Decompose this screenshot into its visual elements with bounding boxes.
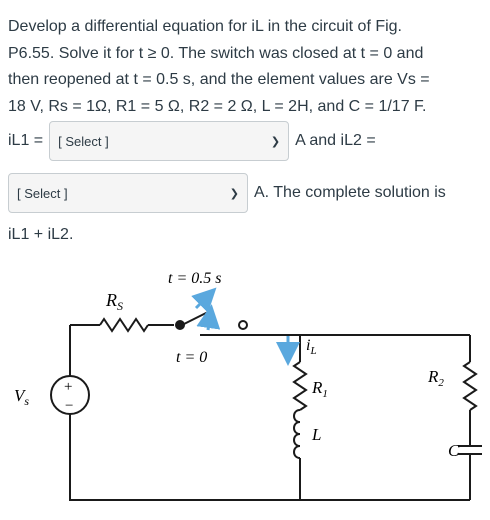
il1-select[interactable]: [ Select ] ❯: [49, 121, 290, 161]
c-label: C: [448, 441, 460, 460]
il2-select[interactable]: [ Select ] ❯: [8, 173, 248, 213]
vs-label: Vs: [14, 386, 29, 408]
circuit-diagram: t = 0.5 s t = 0 RS Vs + − iL R1 L R2 C: [14, 270, 482, 501]
answer-row-3: iL1 + iL2.: [8, 226, 73, 244]
l-inductor: [293, 409, 301, 459]
rs-resistor: [99, 317, 149, 333]
answer-row-2: [ Select ] ❯ A. The complete solution is: [8, 173, 446, 213]
voltage-source: [50, 375, 90, 415]
question-line-2: P6.55. Solve it for t ≥ 0. The switch wa…: [8, 44, 424, 62]
t-open-label: t = 0.5 s: [168, 270, 221, 287]
l-label: L: [311, 425, 321, 444]
r2-resistor: [462, 361, 478, 411]
il-label: iL: [306, 337, 317, 357]
switch-close-arrow: [196, 304, 221, 331]
question-line-4: 18 V, Rs = 1Ω, R1 = 5 Ω, R2 = 2 Ω, L = 2…: [8, 97, 427, 115]
plus-sign: +: [64, 379, 72, 395]
question-line-1: Develop a differential equation for iL i…: [8, 18, 402, 35]
switch-contact-left: [175, 320, 185, 330]
il1-select-value: [ Select ]: [58, 133, 109, 149]
switch-contact-right: [238, 320, 248, 330]
chevron-down-icon: ❯: [270, 135, 281, 148]
final-line: iL1 + iL2.: [8, 226, 74, 243]
il2-select-value: [ Select ]: [17, 185, 68, 201]
question-text: Develop a differential equation for iL i…: [8, 14, 484, 120]
il1-label: iL1 =: [8, 132, 44, 149]
il2-label: A and iL2 =: [295, 132, 376, 149]
r1-label: R1: [311, 378, 328, 400]
r2-label: R2: [427, 367, 444, 389]
chevron-down-icon: ❯: [229, 187, 239, 200]
r1-resistor: [292, 361, 308, 411]
wire-bottom: [69, 414, 470, 501]
rs-label: RS: [105, 290, 123, 313]
question-line-3: then reopened at t = 0.5 s, and the elem…: [8, 71, 430, 88]
switch-open-arrow: [191, 287, 217, 313]
minus-sign: −: [65, 398, 73, 414]
complete-solution-label: A. The complete solution is: [254, 184, 446, 201]
t-closed-label: t = 0: [176, 349, 207, 366]
answer-row-1: iL1 = [ Select ] ❯ A and iL2 =: [8, 121, 376, 161]
